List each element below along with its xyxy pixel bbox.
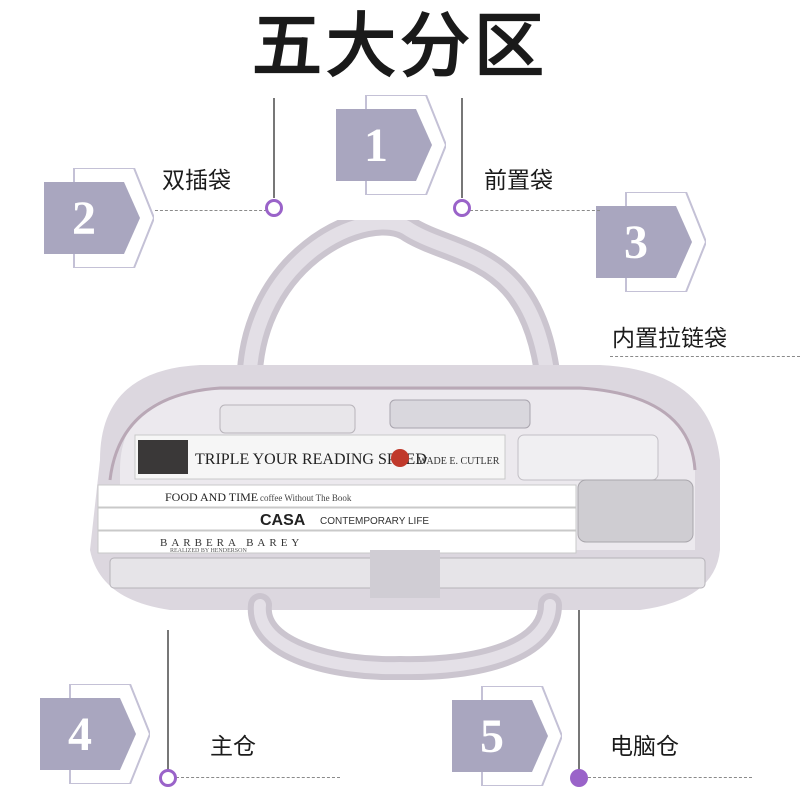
book-title: CASA	[260, 512, 306, 529]
zone-label-inner-zip-pocket: 内置拉链袋	[612, 326, 727, 352]
book-author: WADE E. CUTLER	[418, 456, 500, 467]
book-title: TRIPLE YOUR READING SPEED	[195, 451, 427, 468]
marker-dot	[159, 769, 177, 787]
zone-badge-1: 1	[336, 95, 446, 195]
leader-line	[167, 630, 169, 770]
zone-number: 3	[624, 216, 648, 269]
zone-label-laptop-compartment: 电脑仓	[610, 734, 679, 760]
leader-line	[273, 98, 275, 198]
zone-number: 5	[480, 710, 504, 763]
zone-badge-3: 3	[596, 192, 706, 292]
leader-line	[461, 98, 463, 198]
zone-number: 1	[364, 119, 388, 172]
zone-badge-2: 2	[44, 168, 154, 268]
laptop-bag-illustration: TRIPLE YOUR READING SPEED WADE E. CUTLER…	[80, 209, 730, 681]
leader-dashed-line	[176, 777, 340, 778]
leader-dashed-line	[470, 210, 600, 211]
zone-badge-4: 4	[40, 684, 150, 784]
zone-badge-5: 5	[452, 686, 562, 786]
zone-label-front-pocket: 前置袋	[484, 168, 553, 194]
leader-dashed-line	[588, 777, 752, 778]
book-subtitle: CONTEMPORARY LIFE	[320, 516, 429, 527]
book-subtitle: coffee Without The Book	[260, 493, 352, 503]
leader-dashed-line	[610, 356, 800, 357]
marker-dot	[453, 199, 471, 217]
zone-number: 4	[68, 708, 92, 761]
marker-dot	[570, 769, 588, 787]
marker-dot	[265, 199, 283, 217]
book-subtitle: REALIZED BY HENDERSON	[170, 548, 247, 554]
leader-dashed-line	[155, 210, 267, 211]
zone-number: 2	[72, 192, 96, 245]
leader-line	[578, 610, 580, 770]
zone-label-main-compartment: 主仓	[210, 734, 256, 760]
book-title: FOOD AND TIME	[165, 490, 258, 504]
book-title: BARBERA BAREY	[160, 537, 303, 549]
page-title: 五大分区	[252, 5, 548, 87]
zone-label-dual-pocket: 双插袋	[162, 168, 231, 194]
